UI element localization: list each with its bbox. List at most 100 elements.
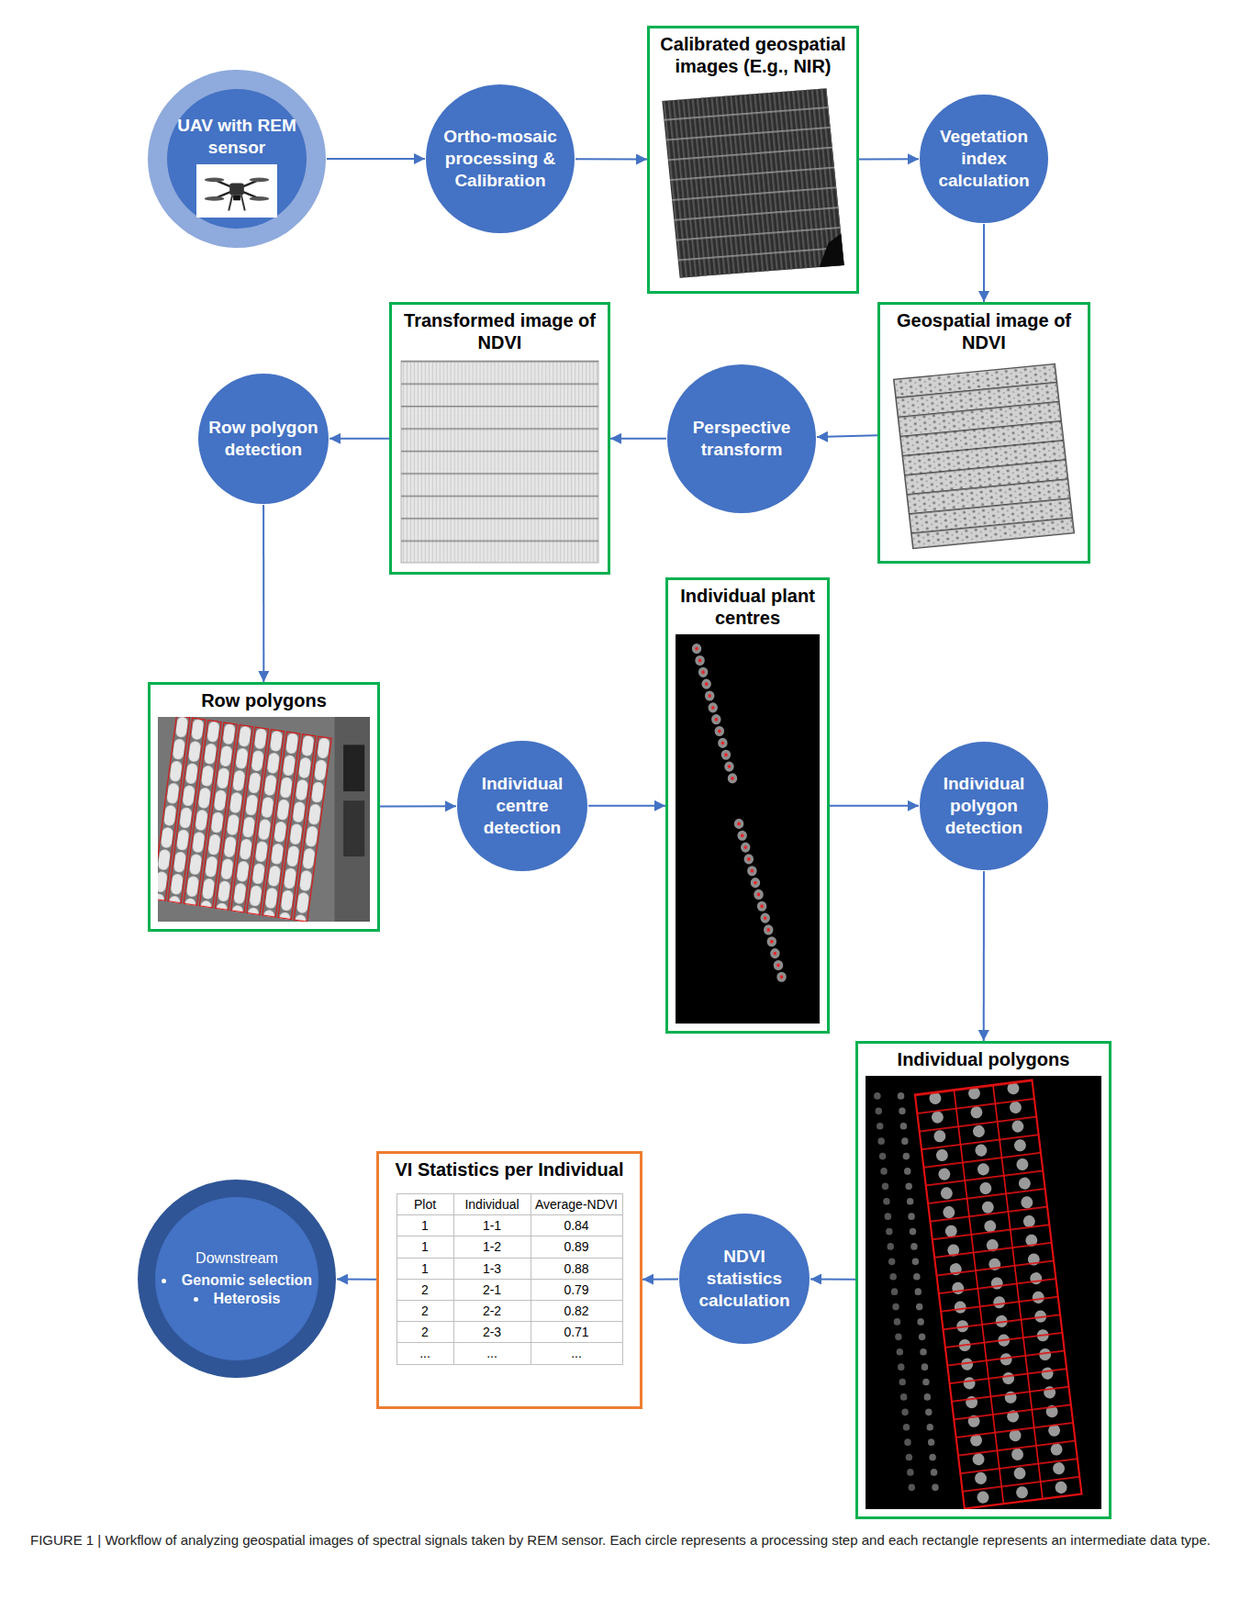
circle-fill (679, 1213, 810, 1344)
bullet-text: Heterosis (213, 1290, 281, 1307)
start-circle: UAV with REM sensor (146, 68, 327, 249)
table-cell: 1-1 (454, 1215, 532, 1237)
table-box: VI Statistics per IndividualPlotIndividu… (376, 1150, 643, 1409)
figure-part (249, 196, 270, 202)
flow-arrow (829, 804, 919, 807)
box-title: Transformed image of NDVI (391, 304, 608, 354)
figure-part (228, 195, 233, 212)
figure-part (865, 1075, 1102, 1509)
circle-fill (919, 741, 1049, 871)
figure-part (157, 716, 334, 922)
table-cell: 2 (397, 1300, 455, 1322)
step-label: UAV with REM sensor (176, 114, 298, 159)
figure-part (343, 800, 365, 857)
figure-part (815, 233, 845, 268)
circle-fill (198, 373, 329, 504)
step-label: Vegetation index calculation (928, 125, 1040, 191)
step-label: Row polygon detection (207, 416, 320, 461)
figure-part (893, 364, 1075, 549)
figure-part (401, 360, 599, 563)
figure-part (241, 195, 246, 212)
figure-part (661, 88, 844, 278)
data-box: Individual polygons (855, 1040, 1112, 1520)
table-cell: 0.82 (531, 1300, 624, 1322)
figure-part (661, 88, 844, 278)
table-cell: 2-2 (454, 1300, 532, 1322)
box-title: VI Statistics per Individual (379, 1153, 640, 1181)
figure-part (738, 823, 783, 983)
figure-part (893, 364, 1075, 549)
figure-part (249, 178, 270, 183)
flow-arrow (588, 804, 666, 807)
step-label: Individual centre detection (466, 772, 579, 838)
circle-outline (146, 68, 327, 249)
table-cell: 0.89 (531, 1236, 624, 1258)
flow-arrow (336, 1278, 377, 1281)
circle-fill (137, 1179, 336, 1378)
figure-part (157, 716, 334, 922)
process-circle: Individual polygon detection (918, 740, 1050, 872)
figure-part (343, 744, 365, 792)
table-cell: 1 (397, 1215, 455, 1237)
step-label: Individual polygon detection (928, 772, 1040, 838)
flow-arrow (379, 804, 457, 807)
table-cell: 1-2 (454, 1236, 532, 1258)
figure-part (401, 360, 599, 563)
process-circle: NDVI statistics calculation (678, 1212, 811, 1345)
process-circle: Row polygon detection (197, 372, 330, 505)
table-cell: 1-3 (454, 1258, 532, 1280)
table-cell: Plot (397, 1194, 455, 1216)
bullet-list: Genomic selectionHeterosis (160, 1271, 313, 1308)
circle-fill (147, 69, 326, 248)
process-circle: Perspective transform (666, 363, 817, 514)
step-label: Ortho-mosaic processing & Calibration (436, 125, 565, 191)
figure-part (893, 364, 1075, 549)
data-box: Row polygons (147, 681, 380, 932)
circle-text: Vegetation index calculation (928, 125, 1040, 191)
table-cell: 1 (397, 1258, 455, 1280)
box-title: Individual plant centres (668, 580, 827, 629)
ndvi-field-image (887, 358, 1081, 554)
table-cell: 0.88 (531, 1258, 624, 1280)
flow-arrow (982, 871, 985, 1041)
box-title: Geospatial image of NDVI (880, 304, 1088, 354)
figure-part (993, 1084, 1043, 1499)
drone-picture (196, 164, 278, 218)
figure-part (204, 196, 225, 202)
circle-heading: Downstream (160, 1249, 313, 1268)
circle-outline (197, 372, 330, 505)
circle-fill (457, 740, 588, 872)
process-circle: Ortho-mosaic processing & Calibration (424, 83, 576, 235)
figure-part (196, 164, 278, 218)
figure-part (335, 716, 371, 922)
figure-part (233, 195, 241, 202)
table-cell: 1 (397, 1236, 455, 1258)
process-circle: Vegetation index calculation (918, 93, 1050, 224)
inner-circle (167, 89, 307, 229)
circle-text: NDVI statistics calculation (688, 1245, 801, 1311)
box-title: Row polygons (150, 684, 378, 712)
data-box: Calibrated geospatial images (E.g., NIR) (647, 25, 860, 294)
figure-part (738, 823, 783, 983)
table-cell: Average-NDVI (531, 1194, 624, 1216)
figure-caption: FIGURE 1 | Workflow of analyzing geospat… (30, 1530, 1224, 1550)
step-label: NDVI statistics calculation (688, 1245, 801, 1311)
inner-circle (155, 1196, 319, 1361)
table-cell: ... (531, 1342, 624, 1364)
figure-part (229, 183, 245, 196)
individual-polygon-image (865, 1075, 1102, 1509)
figure-part (696, 648, 736, 789)
circle-outline (666, 363, 817, 514)
flow-arrow (326, 157, 425, 160)
data-box: Geospatial image of NDVI (877, 301, 1091, 564)
data-box: Transformed image of NDVI (389, 301, 611, 575)
circle-text: Row polygon detection (207, 416, 320, 461)
figure-part (953, 1089, 1004, 1504)
circle-text: Individual centre detection (466, 772, 579, 838)
figure-part (915, 1079, 1083, 1508)
flow-arrow (816, 435, 878, 437)
statistics-table: PlotIndividualAverage-NDVI11-10.8411-20.… (396, 1193, 624, 1365)
row-polygon-image (157, 716, 370, 922)
